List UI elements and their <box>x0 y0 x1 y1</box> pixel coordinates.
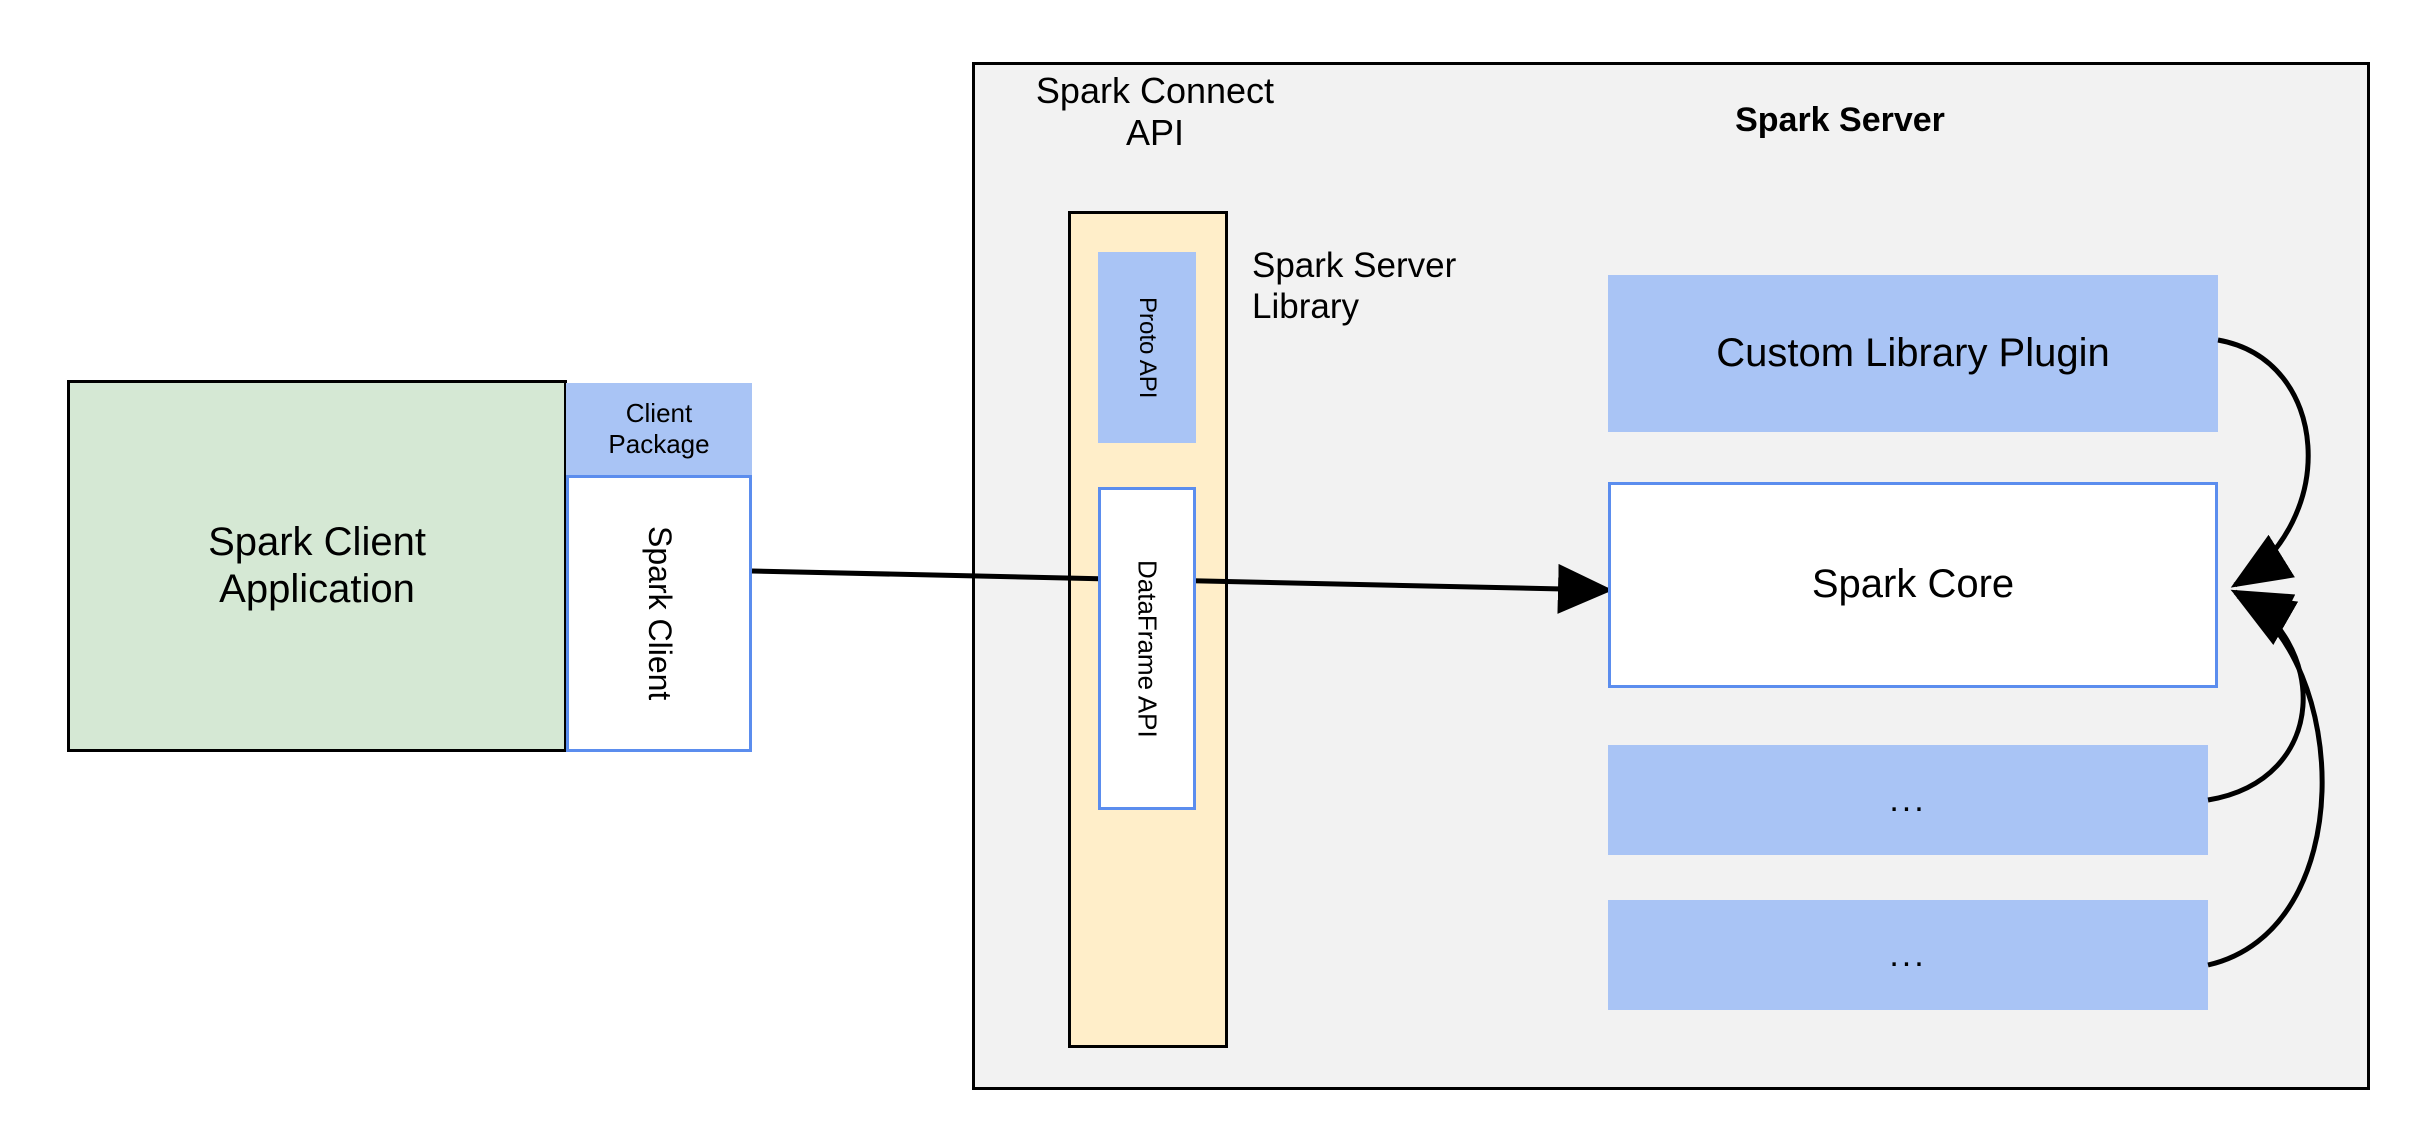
spark-core-label: Spark Core <box>1811 562 2015 607</box>
spark-client-label: Spark Client <box>641 526 678 701</box>
dataframe-api-label: DataFrame API <box>1132 559 1163 738</box>
spark-client-application-line2: Application <box>219 567 415 611</box>
dataframe-api-box: DataFrame API <box>1098 487 1196 810</box>
custom-library-plugin-label: Custom Library Plugin <box>1716 330 2110 375</box>
proto-api-label: Proto API <box>1134 296 1162 399</box>
spark-server-title: Spark Server <box>1735 100 1945 139</box>
ellipsis-label-2: ... <box>1889 935 1927 974</box>
spark-client-application-box: Spark Client Application <box>67 380 567 752</box>
ellipsis-box-2: ... <box>1608 900 2208 1010</box>
ellipsis-box-1: ... <box>1608 745 2208 855</box>
spark-core-box: Spark Core <box>1608 482 2218 688</box>
client-package-line1: Client <box>625 398 693 429</box>
spark-client-application-line1: Spark Client <box>208 519 426 564</box>
spark-client-box: Spark Client <box>566 475 752 752</box>
client-package-line2: Package <box>608 429 710 459</box>
spark-server-library-line2: Library <box>1252 287 1359 327</box>
spark-connect-api-line2: API <box>1125 112 1185 154</box>
spark-connect-api-line1: Spark Connect <box>1035 70 1275 111</box>
spark-server-library-line1: Spark Server <box>1252 246 1457 285</box>
spark-connect-api-label: Spark Connect API <box>1010 70 1300 153</box>
custom-library-plugin-box: Custom Library Plugin <box>1608 275 2218 432</box>
ellipsis-label-1: ... <box>1889 780 1927 819</box>
client-package-box: Client Package <box>566 383 752 475</box>
proto-api-box: Proto API <box>1098 252 1196 443</box>
spark-server-library-label: Spark Server Library <box>1252 245 1582 335</box>
